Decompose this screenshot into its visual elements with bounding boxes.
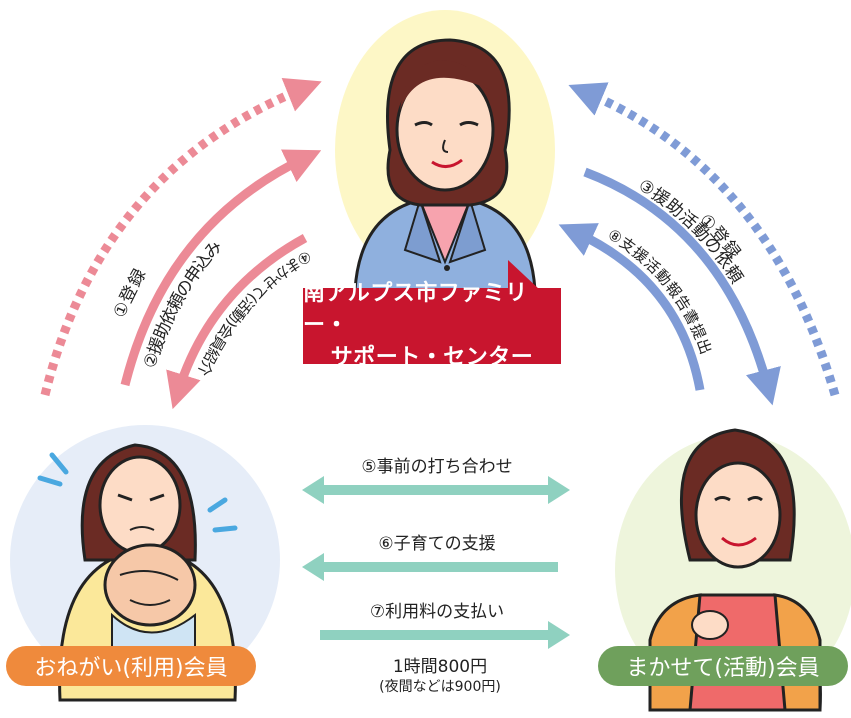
left-registration-arrow (45, 88, 305, 395)
center-label-line2: サポート・センター (330, 345, 534, 370)
providing-member-badge: まかせて(活動)会員 (598, 646, 848, 686)
coordinator-illustration (353, 38, 537, 292)
payment-arrow (320, 621, 570, 649)
meeting-label: ⑤事前の打ち合わせ (361, 457, 512, 477)
meeting-arrow (302, 476, 570, 504)
support-arrow (302, 553, 558, 581)
support-label: ⑥子育ての支援 (378, 534, 495, 554)
providing-member-label: まかせて(活動)会員 (626, 656, 820, 681)
payment-label: ⑦利用料の支払い (370, 602, 504, 622)
fee-main: 1時間800円 (392, 657, 488, 677)
left-registration-label: ①登録 (110, 266, 151, 321)
requesting-member-label: おねがい(利用)会員 (34, 656, 228, 681)
fee-night: (夜間などは900円) (379, 679, 501, 695)
center-label-line1: 南アルプス市ファミリー・ (303, 281, 528, 338)
family-support-center-label: 南アルプス市ファミリー・ サポート・センター (303, 281, 561, 370)
requesting-member-badge: おねがい(利用)会員 (6, 646, 256, 686)
